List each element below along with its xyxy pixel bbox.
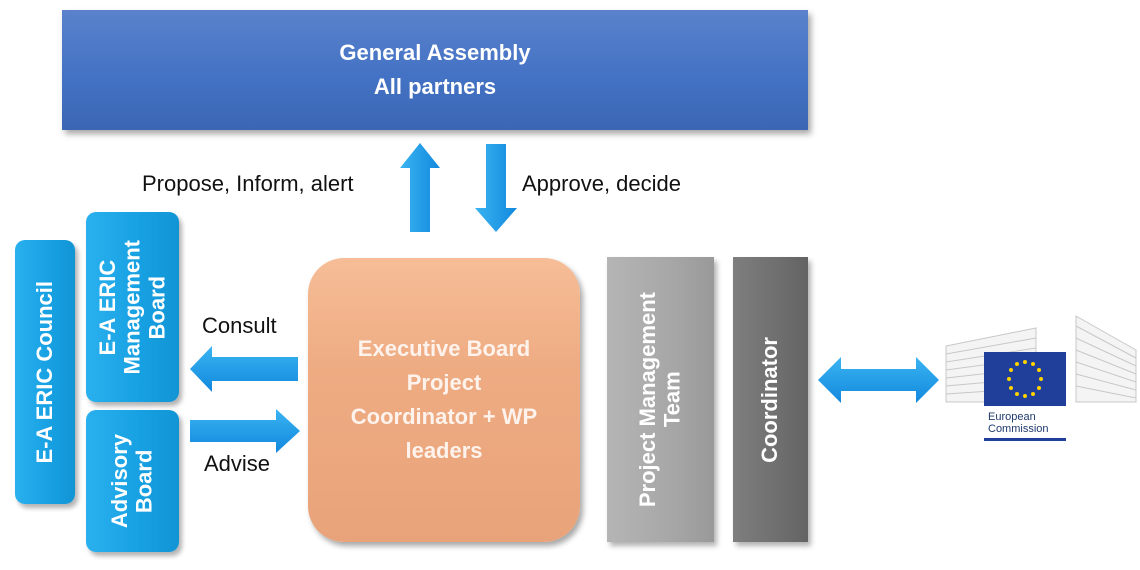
down-arrow bbox=[475, 144, 517, 232]
advise-label: Advise bbox=[204, 451, 271, 476]
consult-arrow bbox=[190, 346, 298, 392]
executive-board-box: Executive Board Project Coordinator + WP… bbox=[308, 258, 580, 542]
management-board-line2: Management bbox=[119, 239, 145, 375]
general-assembly-subtitle: All partners bbox=[373, 74, 497, 99]
advisory-board-line2: Board bbox=[131, 449, 157, 513]
project-management-team-line2: Team bbox=[659, 371, 685, 428]
approve-decide-label: Approve, decide bbox=[522, 171, 681, 196]
propose-inform-alert-label: Propose, Inform, alert bbox=[142, 171, 354, 196]
ec-logo-line2: Commission bbox=[988, 423, 1049, 435]
ea-eric-council-box: E-A ERIC Council bbox=[15, 240, 75, 504]
management-board-line1: E-A ERIC bbox=[94, 259, 120, 355]
advisory-board-box: Advisory Board bbox=[86, 410, 179, 552]
project-management-team-box: Project Management Team bbox=[607, 257, 714, 542]
advisory-board-line1: Advisory bbox=[106, 433, 132, 529]
consult-label: Consult bbox=[202, 313, 277, 338]
executive-board-line1: Executive Board bbox=[357, 336, 531, 361]
executive-board-line2: Project bbox=[406, 370, 482, 395]
double-arrow bbox=[818, 357, 939, 403]
project-management-team-label: Project Management Team bbox=[634, 291, 685, 508]
coordinator-box: Coordinator bbox=[733, 257, 808, 542]
executive-board-line3: Coordinator + WP bbox=[350, 404, 538, 429]
management-board-line3: Board bbox=[143, 275, 169, 339]
european-commission-logo: European Commission bbox=[940, 310, 1140, 450]
ec-logo-line1: European bbox=[988, 411, 1036, 423]
coordinator-label: Coordinator bbox=[757, 336, 783, 463]
management-board-box: E-A ERIC Management Board bbox=[86, 212, 179, 402]
executive-board-line4: leaders bbox=[405, 438, 483, 463]
berlaymont-building-icon bbox=[945, 315, 1137, 441]
up-arrow bbox=[400, 143, 440, 232]
general-assembly-title: General Assembly bbox=[339, 40, 531, 65]
management-board-label: E-A ERIC Management Board bbox=[94, 239, 170, 375]
project-management-team-line1: Project Management bbox=[634, 291, 660, 508]
advisory-board-label: Advisory Board bbox=[106, 433, 157, 529]
ea-eric-council-label: E-A ERIC Council bbox=[31, 280, 57, 464]
general-assembly-box: General Assembly All partners bbox=[62, 10, 808, 130]
advise-arrow bbox=[190, 409, 300, 453]
